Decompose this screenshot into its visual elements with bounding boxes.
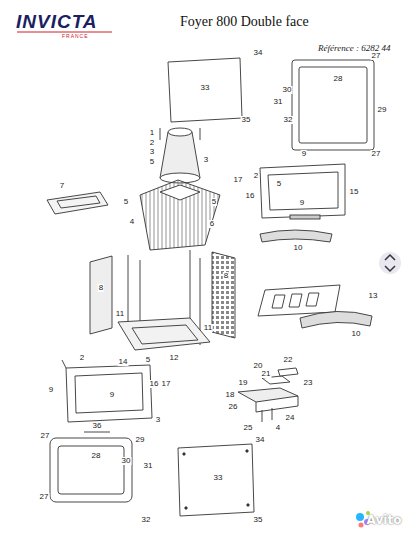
callout-number: 3 — [155, 416, 161, 424]
callout-number: 27 — [40, 432, 51, 440]
callout-number: 8 — [223, 272, 229, 280]
callout-number: 27 — [371, 150, 382, 158]
callout-number: 23 — [303, 379, 314, 387]
grate — [258, 285, 340, 316]
callout-number: 11 — [203, 324, 213, 332]
callout-number: 13 — [368, 292, 379, 300]
bar — [260, 230, 332, 242]
callout-number: 9 — [109, 391, 115, 399]
callout-number: 4 — [129, 218, 135, 226]
callout-number: 27 — [39, 493, 50, 501]
callout-number: 36 — [92, 422, 103, 430]
callout-number: 34 — [253, 49, 264, 57]
door-frame — [66, 365, 152, 422]
diagram-title: Foyer 800 Double face — [180, 14, 309, 30]
callout-number: 18 — [225, 391, 236, 399]
callout-number: 24 — [285, 414, 296, 422]
callout-number: 17 — [161, 380, 172, 388]
callout-number: 30 — [121, 457, 132, 465]
callout-number: 30 — [282, 86, 293, 94]
callout-number: 15 — [349, 188, 360, 196]
callout-number: 2 — [79, 354, 85, 362]
callout-number: 28 — [91, 452, 102, 460]
hood — [140, 180, 220, 250]
callout-number: 21 — [261, 370, 272, 378]
deflector — [47, 192, 108, 214]
callout-number: 9 — [48, 386, 54, 394]
callout-number: 19 — [238, 379, 249, 387]
logo-rule — [17, 32, 112, 33]
callout-number: 33 — [213, 474, 224, 482]
callout-number: 10 — [293, 244, 304, 252]
callout-number: 27 — [371, 52, 382, 60]
side-panel — [90, 256, 112, 334]
callout-number: 14 — [118, 358, 129, 366]
gasket — [299, 67, 367, 143]
brand-logo: INVICTA — [16, 12, 98, 31]
callout-number: 35 — [253, 516, 264, 524]
callout-number: 5 — [145, 356, 151, 364]
callout-number: 1 — [149, 129, 155, 137]
callout-number: 28 — [333, 75, 344, 83]
base-plate — [118, 318, 210, 350]
side-panel — [212, 252, 235, 338]
callout-number: 34 — [255, 436, 266, 444]
callout-number: 35 — [241, 116, 252, 124]
callout-number: 9 — [299, 199, 305, 207]
callout-number: 12 — [169, 354, 180, 362]
callout-number: 16 — [149, 380, 160, 388]
callout-number: 32 — [283, 116, 294, 124]
callout-number: 20 — [253, 362, 264, 370]
callout-number: 5 — [149, 158, 155, 166]
gasket — [50, 438, 132, 502]
callout-number: 6 — [209, 220, 215, 228]
callout-number: 4 — [275, 424, 281, 432]
callout-number: 31 — [273, 98, 284, 106]
callout-number: 29 — [135, 436, 146, 444]
callout-number: 5 — [123, 198, 129, 206]
callout-number: 8 — [98, 284, 104, 292]
callout-number: 33 — [200, 84, 211, 92]
callout-number: 17 — [233, 176, 244, 184]
callout-number: 22 — [283, 356, 294, 364]
bar — [300, 311, 372, 328]
panel — [168, 58, 242, 122]
callout-number: 5 — [211, 198, 217, 206]
door-frame — [292, 60, 374, 150]
callout-number: 3 — [203, 156, 209, 164]
callout-number: 31 — [143, 462, 154, 470]
callout-number: 11 — [115, 310, 125, 318]
callout-number: 9 — [301, 150, 307, 158]
scroll-button — [379, 252, 401, 274]
callout-number: 26 — [228, 403, 239, 411]
brand-country: FRANCE — [62, 34, 89, 39]
flue-collar — [160, 132, 200, 178]
callout-number: 2 — [149, 139, 155, 147]
callout-number: 29 — [377, 106, 388, 114]
callout-number: 2 — [253, 172, 259, 180]
callout-number: 5 — [276, 180, 282, 188]
callout-number: 25 — [243, 424, 254, 432]
callout-number: 7 — [59, 182, 65, 190]
watermark: Avito — [367, 514, 402, 526]
handle-assembly — [238, 388, 298, 402]
callout-number: 10 — [351, 330, 362, 338]
panel — [178, 444, 254, 516]
callout-number: 16 — [245, 192, 256, 200]
callout-number: 32 — [141, 516, 152, 524]
door — [260, 164, 345, 218]
callout-number: 3 — [149, 148, 155, 156]
